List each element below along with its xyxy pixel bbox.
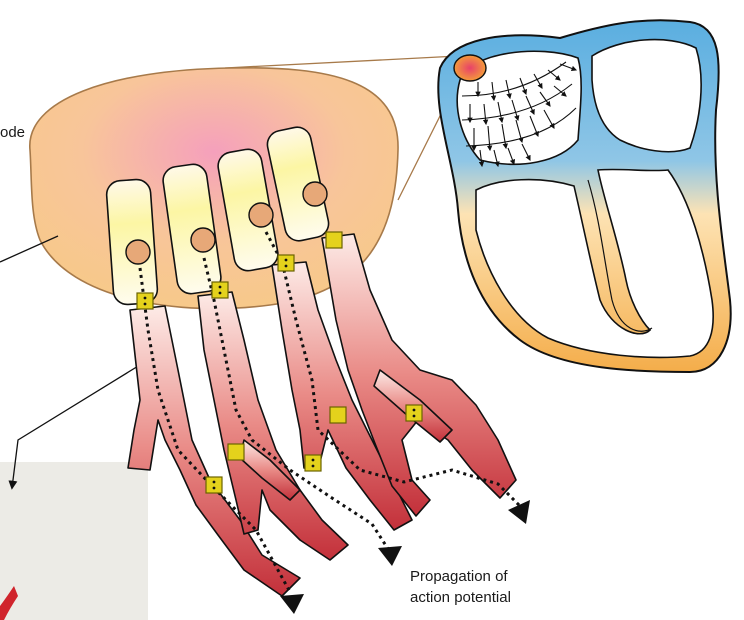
propagation-label-line-2: action potential [410, 587, 511, 608]
gap-junction [228, 444, 244, 460]
gap-junction [406, 405, 422, 421]
propagation-label-line-1: Propagation of [410, 566, 511, 587]
gap-junction [326, 232, 342, 248]
sa-node-spot [454, 55, 486, 81]
gap-junction [206, 477, 222, 493]
gap-junction [137, 293, 153, 309]
inset-panel [0, 462, 148, 620]
nucleus-3 [249, 203, 273, 227]
sa-node-label: ode [0, 122, 25, 143]
arrowhead-2 [378, 546, 402, 566]
gap-junction [330, 407, 346, 423]
gap-junction [278, 255, 294, 271]
nucleus-2 [191, 228, 215, 252]
gap-junction [212, 282, 228, 298]
gap-junction [305, 455, 321, 471]
heart-illustration [438, 20, 730, 372]
nucleus-4 [303, 182, 327, 206]
arrowhead-1 [280, 594, 304, 614]
propagation-label: Propagation of action potential [410, 566, 511, 608]
nucleus-1 [126, 240, 150, 264]
